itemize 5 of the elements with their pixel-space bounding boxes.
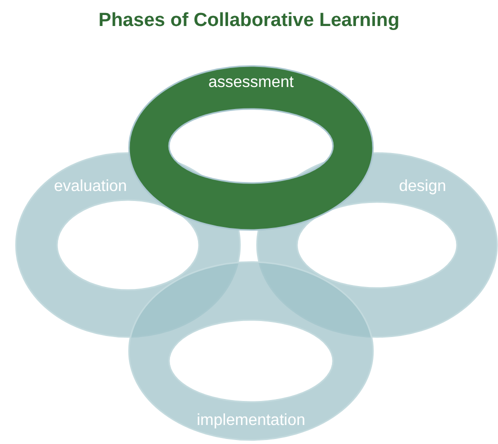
- diagram-title: Phases of Collaborative Learning: [98, 10, 400, 32]
- phase-label: design: [399, 178, 446, 196]
- phase-label: implementation: [196, 412, 306, 430]
- phase-label: assessment: [207, 74, 295, 92]
- phase-label: evaluation: [54, 178, 127, 196]
